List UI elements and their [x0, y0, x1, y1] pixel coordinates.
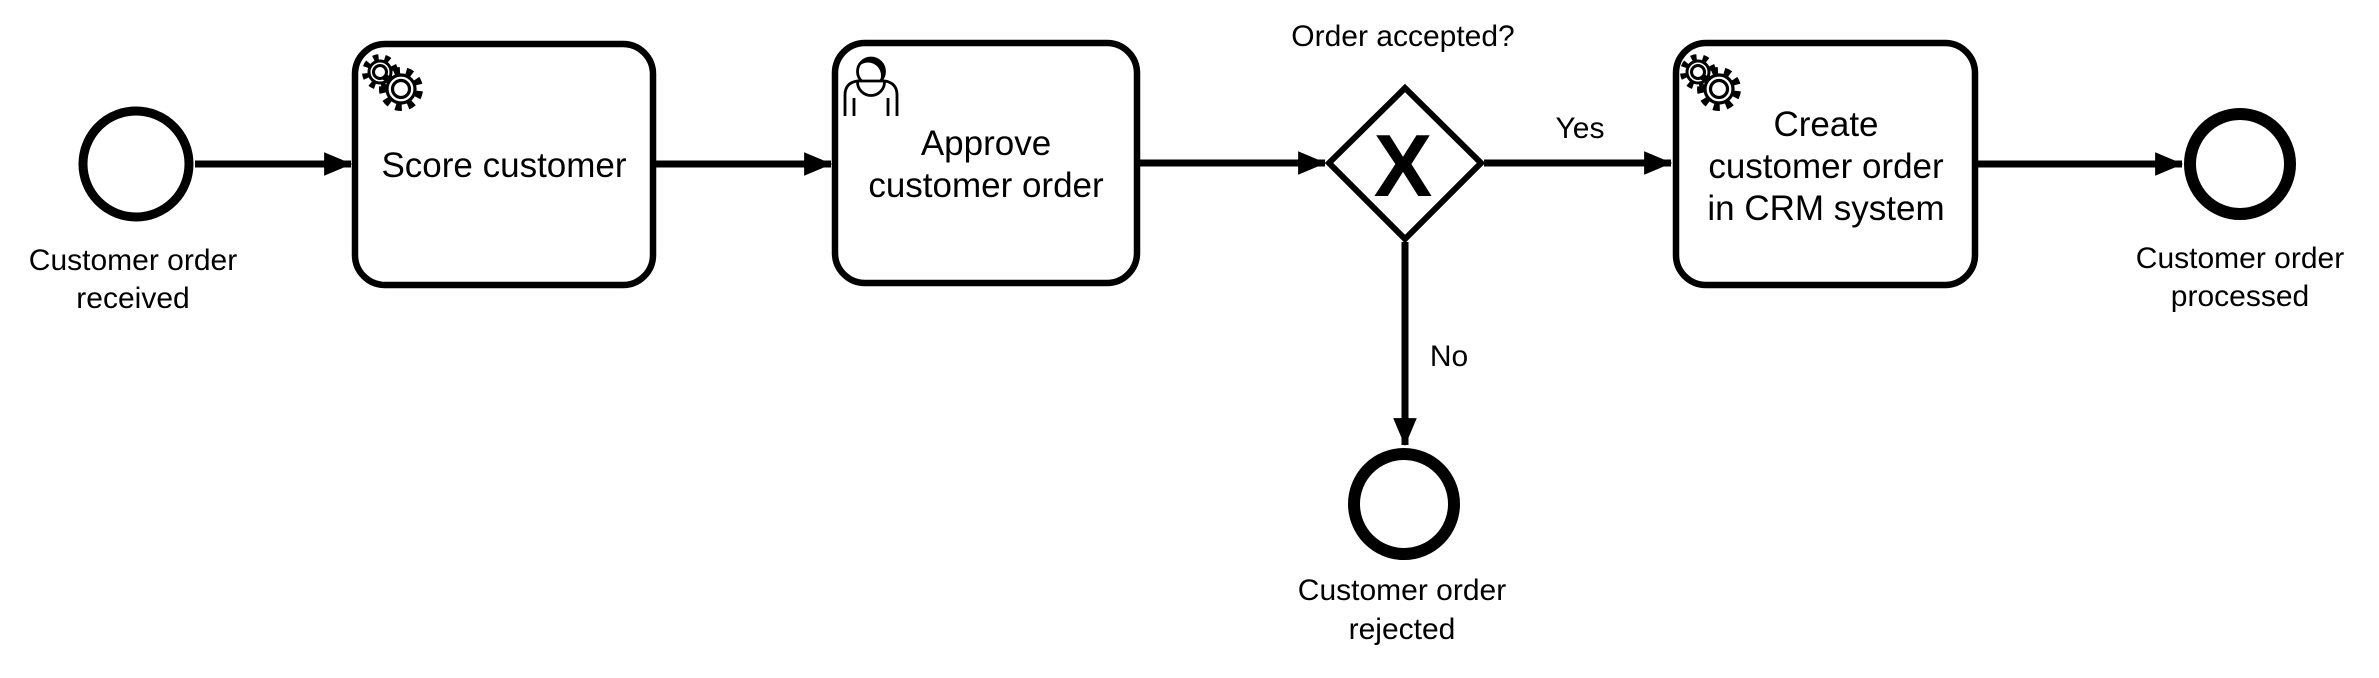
task-create-crm-order[interactable]: Create customer order in CRM system [1672, 39, 1979, 289]
task-label: Approve [921, 124, 1051, 163]
end-event-order-rejected[interactable] [1348, 448, 1460, 560]
label-line: Customer order [29, 244, 237, 277]
gateway-x-marker: X [1374, 116, 1433, 215]
gateway-label: Order accepted? [1291, 20, 1514, 53]
label-line: processed [2171, 280, 2309, 313]
task-label: Score customer [381, 146, 626, 185]
label-line: Customer order [2136, 242, 2344, 275]
task-label: Create [1773, 105, 1878, 144]
task-approve-customer-order[interactable]: Approve customer order [831, 39, 1141, 287]
start-event[interactable] [78, 106, 194, 222]
task-label: in CRM system [1707, 189, 1944, 228]
label-line: Customer order [1298, 574, 1506, 607]
flow-label-yes: Yes [1556, 112, 1605, 145]
end-event-rejected-label: Customer order rejected [1298, 574, 1506, 646]
start-event-label: Customer order received [29, 244, 237, 315]
end-event-order-processed[interactable] [2184, 108, 2296, 220]
end-event-processed-label: Customer order processed [2136, 242, 2344, 313]
task-label: customer order [1708, 147, 1944, 186]
label-line: received [76, 282, 189, 315]
exclusive-gateway-order-accepted[interactable]: X [1324, 83, 1486, 244]
task-score-customer[interactable]: Score customer [351, 40, 657, 289]
label-line: rejected [1349, 613, 1456, 646]
flow-label-no: No [1430, 340, 1468, 373]
task-label: customer order [868, 166, 1104, 205]
